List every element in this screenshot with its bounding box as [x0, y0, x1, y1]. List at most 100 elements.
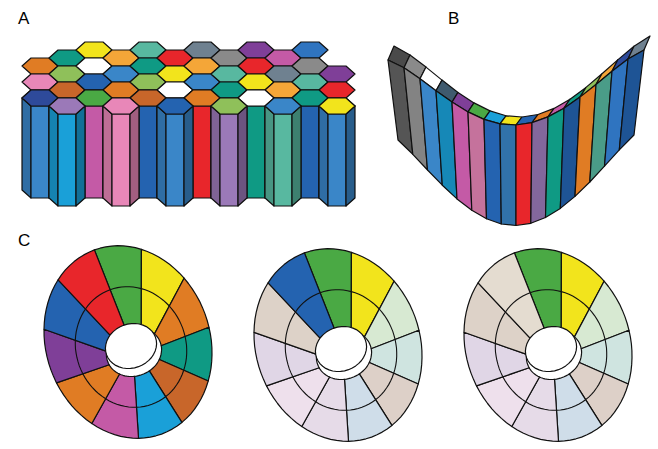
cell-lateral-face [76, 106, 85, 206]
ring-cell [58, 250, 126, 338]
cell-apical-face [265, 98, 301, 114]
cell-boundary [379, 309, 395, 340]
cell-boundary [141, 289, 169, 306]
cell-boundary [184, 337, 187, 371]
cell-apical-face [211, 98, 247, 114]
epithelium-curved [388, 36, 650, 226]
cell-lateral-face [220, 114, 238, 206]
cell-apical-face [211, 98, 247, 114]
cell-apical-face [265, 98, 301, 114]
lumen [525, 327, 576, 372]
cell-boundary [351, 292, 379, 309]
cell-boundary [110, 287, 141, 290]
cell-lateral-face [166, 114, 184, 206]
cell-boundary [394, 340, 397, 374]
cell-apical-face [292, 42, 328, 58]
lumen [105, 324, 156, 369]
lumen [315, 327, 366, 372]
face-shade [238, 106, 247, 206]
cell-boundary [320, 290, 351, 293]
cell-lateral-face [139, 106, 157, 198]
cell-lateral-face [484, 119, 501, 224]
cell-lateral-face [328, 114, 346, 206]
face-shade [211, 106, 220, 206]
cell-lateral-face [292, 106, 301, 206]
cell-boundary [557, 400, 586, 411]
cell-apical-face [49, 98, 85, 114]
face-shade [130, 106, 139, 206]
cell-lateral-face [157, 106, 166, 206]
face-shade [619, 50, 644, 150]
cell-lateral-face [103, 106, 112, 206]
face-shade [500, 124, 516, 226]
cell-lateral-face [31, 106, 49, 198]
cell-boundary [75, 340, 83, 373]
cell-lateral-face [238, 106, 247, 206]
face-shade [319, 106, 328, 206]
face-shade [103, 106, 112, 206]
cell-apical-face [319, 98, 355, 114]
cell-apical-face [157, 98, 193, 114]
cell-boundary [604, 340, 607, 374]
cell-lateral-face [619, 50, 644, 150]
cell-lateral-face [301, 106, 319, 198]
cell-boundary [169, 306, 185, 337]
face-shade [184, 106, 193, 206]
cell-boundary [526, 402, 557, 411]
cell-boundary [285, 343, 293, 376]
cell-boundary [106, 399, 137, 408]
cell-boundary [561, 292, 589, 309]
cell-lateral-face [49, 106, 58, 206]
cell-apical-face [103, 98, 139, 114]
cell-lateral-face [184, 106, 193, 206]
ring-cell [555, 374, 602, 441]
face-shade [292, 106, 301, 206]
cell-lateral-face [346, 106, 355, 206]
ring-cell [345, 374, 392, 441]
cell-lateral-face [247, 106, 265, 198]
cell-lateral-face [319, 106, 328, 206]
cell-boundary [285, 312, 295, 343]
cell-boundary [316, 402, 347, 411]
cell-boundary [347, 400, 376, 411]
cell-ring-full-color [44, 246, 212, 439]
cell-boundary [530, 290, 561, 293]
cell-lateral-face [130, 106, 139, 206]
panel-letter: A [18, 10, 29, 27]
cell-boundary [293, 377, 316, 402]
cell-boundary [495, 343, 503, 376]
cell-lateral-face [211, 106, 220, 206]
cell-boundary [586, 373, 604, 399]
cell-lateral-face [274, 114, 292, 206]
cell-boundary [296, 293, 321, 312]
ring-cell [135, 371, 182, 438]
cell-lateral-face [22, 98, 31, 198]
cell-ring-pale [464, 249, 632, 442]
cell-boundary [75, 309, 85, 340]
cell-lateral-face [58, 114, 76, 206]
cell-lateral-face [500, 124, 516, 226]
cell-boundary [86, 290, 111, 309]
cell-boundary [166, 370, 184, 396]
face-shade [76, 106, 85, 206]
ring-cell [268, 253, 336, 341]
cell-apical-face [157, 98, 193, 114]
cell-apical-face [319, 66, 355, 82]
cell-boundary [506, 293, 531, 312]
cell-apical-face [319, 98, 355, 114]
cell-lateral-face [516, 123, 532, 226]
cell-ring-partial [254, 249, 422, 442]
cell-boundary [503, 377, 526, 402]
cell-apical-face [103, 98, 139, 114]
cell-boundary [83, 374, 106, 399]
face-shade [49, 106, 58, 206]
cell-apical-face [49, 98, 85, 114]
cell-lateral-face [265, 106, 274, 206]
cell-boundary [376, 373, 394, 399]
cell-boundary [589, 309, 605, 340]
cell-boundary [137, 397, 166, 408]
epithelium-flat [22, 42, 355, 206]
cell-lateral-face [193, 106, 211, 198]
